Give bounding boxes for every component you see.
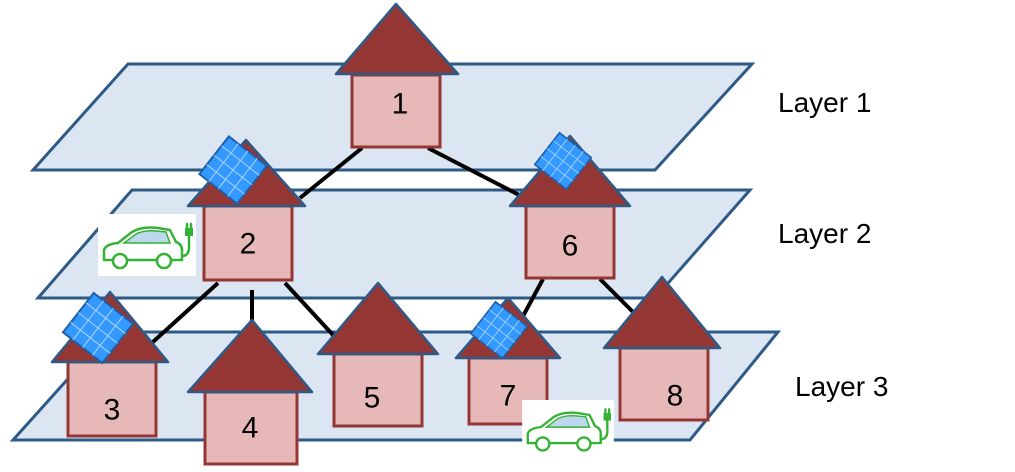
house-body	[66, 360, 158, 438]
connection-2-5	[283, 281, 335, 337]
house-number: 7	[500, 380, 517, 413]
house-roof	[602, 275, 722, 350]
connection-6-8	[598, 277, 635, 314]
electric-car-charging-icon	[98, 214, 196, 276]
house-3: 3	[50, 290, 170, 438]
house-body	[524, 204, 616, 280]
layer-label-3-wrap: Layer 3	[795, 371, 888, 402]
house-1: 1	[334, 2, 460, 149]
connection-6-7	[520, 278, 545, 319]
layer-label-2: Layer 2	[778, 218, 871, 249]
house-body	[203, 390, 299, 466]
electric-car-charging-icon	[520, 400, 616, 458]
house-8: 8	[602, 275, 722, 422]
house-5: 5	[316, 281, 440, 428]
house-number: 6	[562, 230, 579, 263]
house-6: 6	[508, 131, 632, 280]
house-body	[618, 346, 710, 422]
layer-label-1-wrap: Layer 1	[778, 87, 871, 118]
house-4: 4	[186, 318, 314, 466]
layer-label-2-wrap: Layer 2	[778, 218, 871, 249]
house-roof	[186, 318, 314, 394]
layer-label-1: Layer 1	[778, 87, 871, 118]
connection-1-6	[427, 146, 526, 200]
house-2: 2	[186, 135, 307, 282]
house-number: 3	[104, 394, 121, 427]
house-roof	[316, 281, 440, 356]
house-body	[350, 73, 442, 149]
house-number: 8	[667, 380, 684, 413]
house-number: 5	[364, 382, 381, 415]
layer-label-3: Layer 3	[795, 371, 888, 402]
connection-1-2	[298, 146, 364, 200]
house-number: 1	[392, 88, 409, 121]
house-7: 7	[454, 296, 562, 426]
house-number: 4	[242, 412, 259, 445]
house-roof	[334, 2, 460, 76]
house-number: 2	[240, 228, 257, 261]
